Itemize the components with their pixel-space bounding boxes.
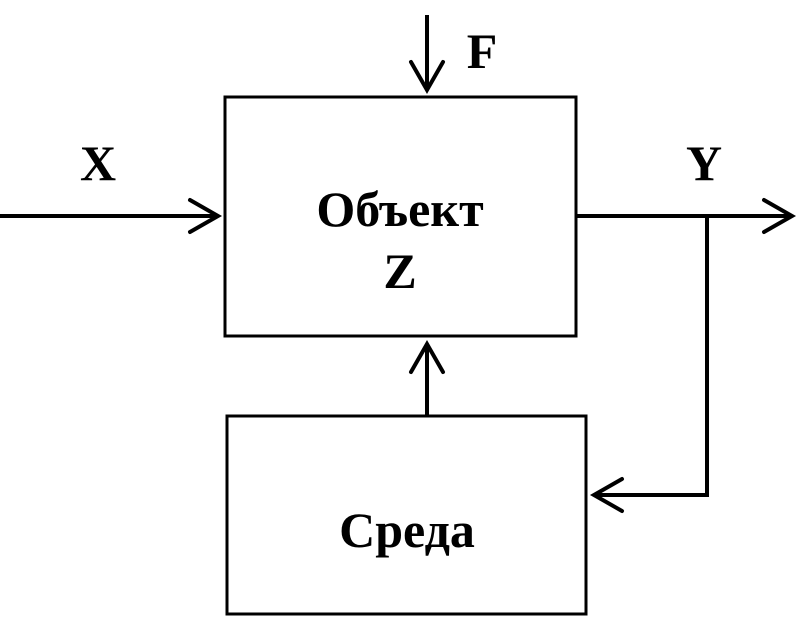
disturbance-arrow: F (409, 15, 498, 95)
object-box (223, 95, 578, 338)
feedback-arrow-path (594, 216, 709, 497)
input-label: X (80, 135, 116, 191)
disturbance-arrow-head (409, 60, 445, 95)
environment-box (225, 414, 588, 616)
object-label-line1: Объект (316, 181, 483, 237)
output-arrow: Y (576, 135, 797, 234)
input-arrow-head (188, 198, 223, 234)
input-arrow: X (0, 135, 223, 234)
feedback-arrow-head (589, 477, 624, 513)
output-arrow-head (762, 198, 797, 234)
feedback-arrow (589, 216, 709, 513)
disturbance-label: F (467, 23, 498, 79)
object-block: Объект Z (223, 95, 578, 338)
output-label: Y (686, 135, 722, 191)
environment-label: Среда (339, 502, 475, 558)
object-label-line2: Z (383, 243, 416, 299)
environment-effect-arrow (409, 339, 445, 416)
environment-effect-arrow-head (409, 339, 445, 374)
environment-block: Среда (225, 414, 588, 616)
